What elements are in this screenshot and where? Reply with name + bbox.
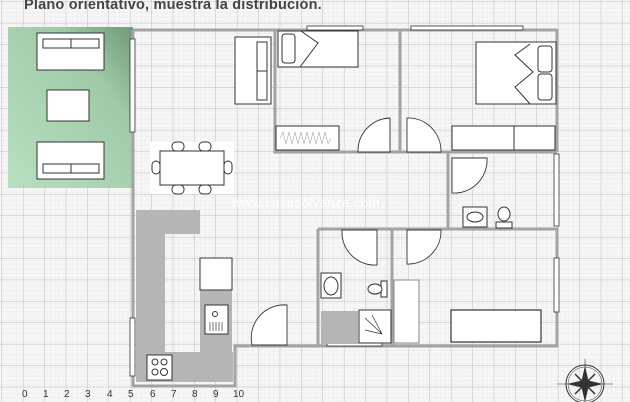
single-bed (277, 30, 359, 68)
kitchen-sink (204, 304, 229, 335)
stove (146, 354, 173, 381)
coffee-table (46, 89, 90, 122)
dining-table (151, 141, 233, 195)
door-room (406, 229, 442, 265)
bed-lower-room (450, 309, 542, 343)
doors (250, 117, 488, 346)
sofa-top (36, 32, 105, 71)
bathroom-1-fixtures (462, 206, 513, 229)
scale-label: 1 (43, 389, 49, 400)
closet (393, 279, 420, 344)
scale-label: 10 (233, 389, 245, 400)
door-entrance (250, 304, 288, 346)
scale-label: 7 (171, 389, 177, 400)
sofa-side (234, 36, 272, 105)
appliance (199, 257, 233, 291)
wardrobe-2 (451, 125, 556, 151)
door-bathroom-2 (341, 229, 378, 266)
scale-label: 3 (85, 389, 91, 400)
door-bedroom-1 (357, 117, 391, 153)
page-title: Plano orientativo, muestra la distribuci… (24, 0, 322, 13)
scale-label: 2 (64, 389, 70, 400)
scale-label: 5 (128, 389, 134, 400)
scale-label: 0 (22, 389, 28, 400)
wardrobe-1 (275, 125, 340, 151)
door-bedroom-2 (406, 117, 442, 153)
door-bathroom-1 (451, 157, 488, 194)
watermark: www.casasolvanza.com (232, 195, 380, 210)
scale-label: 9 (213, 389, 219, 400)
walls (131, 28, 559, 388)
scale-label: 6 (150, 389, 156, 400)
bathroom-2-fixtures (320, 272, 392, 344)
scale-label: 8 (192, 389, 198, 400)
double-bed (475, 41, 557, 105)
sofa-bottom (36, 141, 105, 180)
scale-label: 4 (107, 389, 113, 400)
compass-icon (557, 359, 613, 402)
